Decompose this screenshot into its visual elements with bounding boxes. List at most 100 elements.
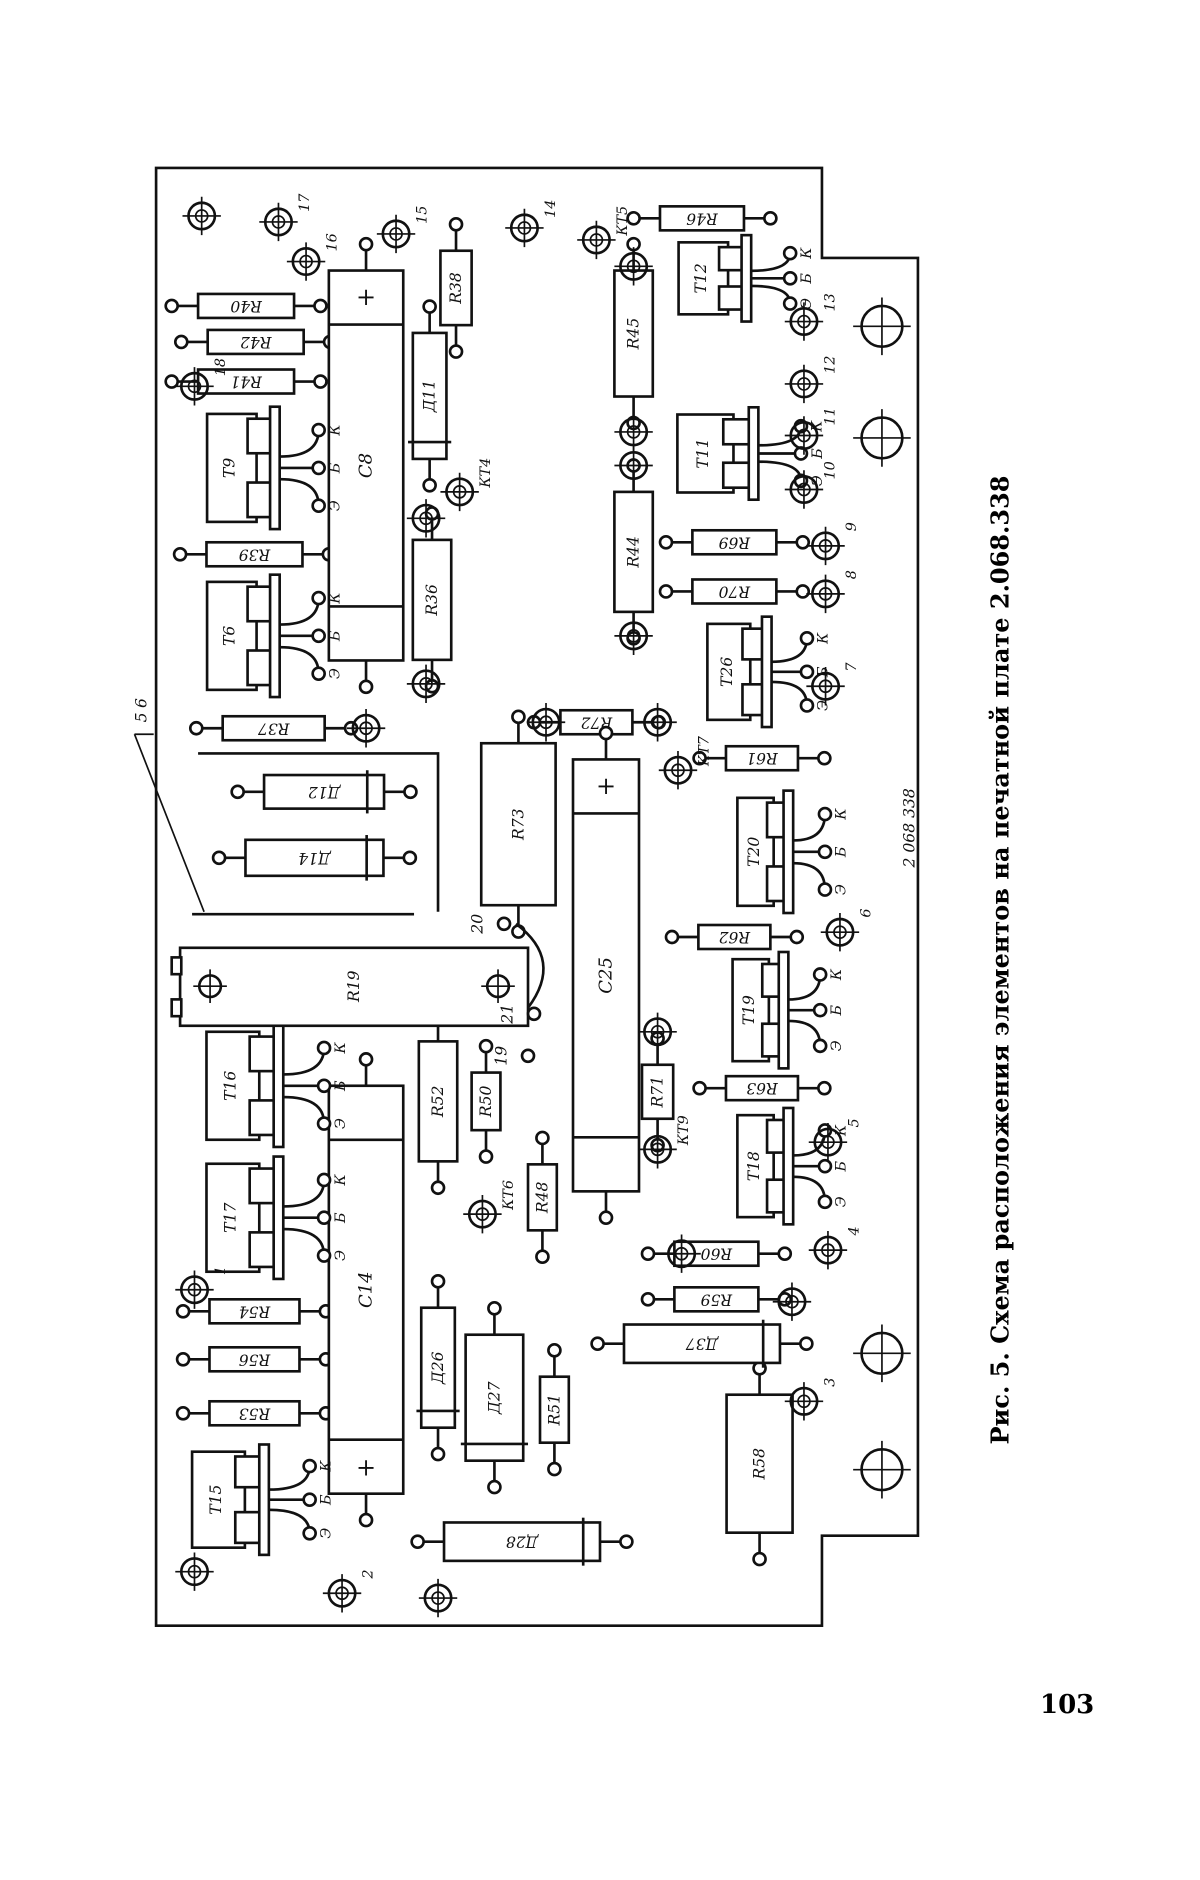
mounting-pad: 9 — [806, 522, 860, 565]
board-marking: 2 068 338 — [901, 788, 919, 868]
solder-pin — [360, 1053, 372, 1065]
solder-pin — [818, 1082, 830, 1094]
component-r52: R52 — [419, 1009, 457, 1194]
pad-crosshair — [407, 665, 445, 703]
component-label: T17 — [221, 1203, 239, 1233]
component-t26: КБЭT26 — [707, 617, 831, 727]
transistor-pin-label: К — [333, 1042, 349, 1055]
pad-crosshair — [527, 703, 565, 741]
mounting-pad: 7 — [806, 662, 860, 706]
mounting-pad: 17 — [259, 193, 313, 241]
pad-crosshair — [419, 1579, 457, 1617]
solder-pin — [754, 1553, 766, 1565]
component-д26: Д26 — [416, 1275, 459, 1460]
component-r61: R61 — [694, 746, 831, 770]
solder-pin — [512, 711, 524, 723]
solder-pin — [818, 752, 830, 764]
component-r58: R58 — [727, 1362, 793, 1565]
component-label: T12 — [692, 263, 710, 293]
solder-pin — [177, 1305, 189, 1317]
pad-label: 10 — [822, 461, 838, 479]
pad-crosshair — [659, 751, 697, 789]
solder-pin — [784, 298, 796, 310]
component-label: T15 — [207, 1485, 225, 1515]
pad-crosshair — [638, 703, 676, 741]
pad-label: КТ9 — [676, 1115, 692, 1146]
component-label: Д37 — [686, 1335, 720, 1353]
mounting-pad: КТ9 — [638, 1115, 692, 1168]
solder-pin — [177, 1353, 189, 1365]
pad-crosshair — [821, 913, 859, 951]
component-r36: R36 — [413, 507, 451, 692]
solder-pin — [190, 722, 202, 734]
transistor-pin-label: Б — [327, 462, 343, 474]
pad-label: 17 — [297, 193, 313, 212]
mounting-pad — [407, 499, 445, 537]
mounting-pad — [347, 709, 385, 747]
mounting-pad — [614, 413, 652, 451]
mounting-pad — [527, 703, 565, 741]
component-label: R63 — [746, 1079, 779, 1097]
solder-pin — [600, 1212, 612, 1224]
component-r53: R53 — [177, 1401, 332, 1425]
terminal-label: 20 — [469, 914, 487, 935]
pad-label: 8 — [844, 570, 860, 579]
solder-pin — [304, 1460, 316, 1472]
component-label: T11 — [694, 438, 712, 468]
transistor-flange — [784, 791, 794, 913]
component-label: R58 — [751, 1448, 769, 1481]
transistor-flange — [762, 617, 772, 727]
component-label: Д26 — [429, 1351, 447, 1385]
solder-pin — [592, 1338, 604, 1350]
component-label: T16 — [221, 1071, 239, 1101]
polarity-mark: + — [356, 1453, 376, 1481]
transistor-pin-label: Э — [829, 1040, 845, 1051]
pad-label: 15 — [414, 206, 430, 224]
solder-pin — [522, 1050, 534, 1062]
mounting-pad: КТ4 — [440, 458, 494, 511]
pad-label: 18 — [213, 358, 229, 376]
component-д27: Д27 — [461, 1302, 528, 1493]
pad-crosshair — [638, 1130, 676, 1168]
transistor-pin-label: Б — [834, 1160, 850, 1172]
mounting-pad — [773, 1283, 811, 1321]
component-r62: R62 — [666, 925, 803, 949]
transistor-pin-label: Б — [834, 846, 850, 858]
component-label: R71 — [649, 1076, 667, 1109]
transistor-flange — [779, 952, 789, 1068]
transistor-pin-label: Э — [327, 668, 343, 679]
component-label: R69 — [719, 533, 752, 551]
solder-pin — [177, 1407, 189, 1419]
mounting-pad — [419, 1579, 457, 1617]
pad-label: КТ4 — [478, 458, 494, 489]
mounting-pad: 15 — [377, 206, 431, 254]
solder-pin — [642, 1248, 654, 1260]
component-label: Д28 — [506, 1533, 540, 1551]
transistor-pin-label: К — [333, 1174, 349, 1187]
transistor-pin-label: Э — [333, 1118, 349, 1129]
solder-pin — [660, 585, 672, 597]
pad-label: 14 — [543, 200, 559, 218]
component-label: C25 — [595, 957, 616, 994]
component-label: R40 — [230, 297, 263, 315]
pad-label: КТ5 — [615, 206, 631, 237]
solder-pin — [313, 424, 325, 436]
solder-pin — [512, 926, 524, 938]
transistor-flange — [274, 1025, 284, 1147]
transistor-pin-label: К — [799, 247, 815, 260]
side-mark: 5 — [133, 712, 151, 722]
solder-pin — [318, 1042, 330, 1054]
component-label: C8 — [356, 453, 377, 478]
mounting-pad: КТ7 — [659, 735, 713, 789]
solder-pin — [314, 300, 326, 312]
component-c25: + C25 — [573, 727, 639, 1224]
component-label: R59 — [701, 1290, 734, 1308]
component-t6: КБЭT6 — [207, 575, 343, 697]
component-label: R54 — [239, 1302, 272, 1320]
hole-crosshair — [853, 409, 911, 467]
component-t12: КБЭT12 — [679, 235, 815, 321]
solder-pin — [213, 852, 225, 864]
pad-label: 16 — [324, 233, 340, 251]
polarity-mark: + — [596, 772, 616, 800]
solder-pin — [779, 1248, 791, 1260]
